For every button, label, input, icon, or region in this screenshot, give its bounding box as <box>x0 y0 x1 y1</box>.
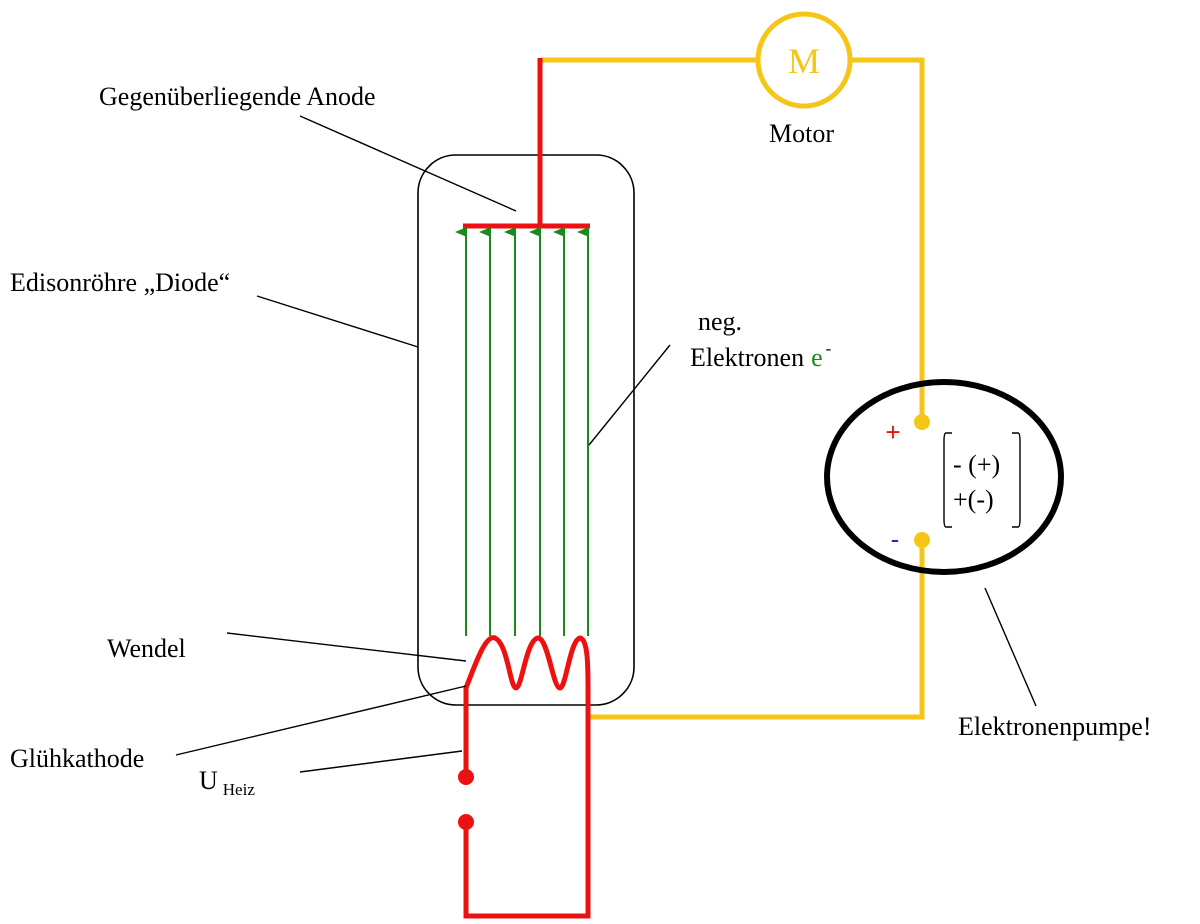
u-heiz-sub: Heiz <box>223 780 256 799</box>
wendel-label: Wendel <box>107 634 186 663</box>
plus-sign: + <box>885 417 900 447</box>
motor-circle-icon <box>755 11 853 109</box>
polarity-bracket-right <box>1012 432 1021 528</box>
tube-label: Edisonröhre „Diode“ <box>10 268 230 297</box>
minus-sign: - <box>891 524 900 554</box>
pump-label: Elektronenpumpe! <box>958 712 1152 741</box>
electron-charge: - <box>826 339 832 358</box>
switch-contact-top <box>458 769 474 785</box>
anode-wire <box>463 58 590 229</box>
motor-label: Motor <box>769 119 834 148</box>
u-heiz-main: U <box>199 766 218 795</box>
anode-label: Gegenüberliegende Anode <box>99 82 376 111</box>
electron-flow <box>455 227 589 636</box>
electrons-label-line1: neg. <box>698 307 742 336</box>
pump-circuit-wire <box>540 57 925 720</box>
electron-pump: + - - (+) +(-) <box>824 379 1064 575</box>
polarity-bracket-left <box>943 432 952 528</box>
motor-letter: M <box>788 41 820 81</box>
filament-wendel <box>463 635 591 706</box>
electron-pump-ellipse-icon <box>824 379 1064 575</box>
pump-terminal-minus <box>914 532 930 548</box>
cathode-label: Glühkathode <box>10 744 144 773</box>
motor: M <box>755 11 853 109</box>
switch-contact-bottom <box>458 814 474 830</box>
leader-lines <box>175 115 1037 773</box>
polarity-line-2: +(-) <box>953 485 994 514</box>
electron-symbol: e <box>811 343 823 372</box>
tube-outline <box>417 154 635 706</box>
polarity-line-1: - (+) <box>953 450 1000 479</box>
pump-terminal-plus <box>914 414 930 430</box>
u-heiz-label: U Heiz <box>199 766 255 799</box>
electrons-word: Elektronen <box>690 343 804 372</box>
heater-circuit-wire <box>458 705 591 919</box>
